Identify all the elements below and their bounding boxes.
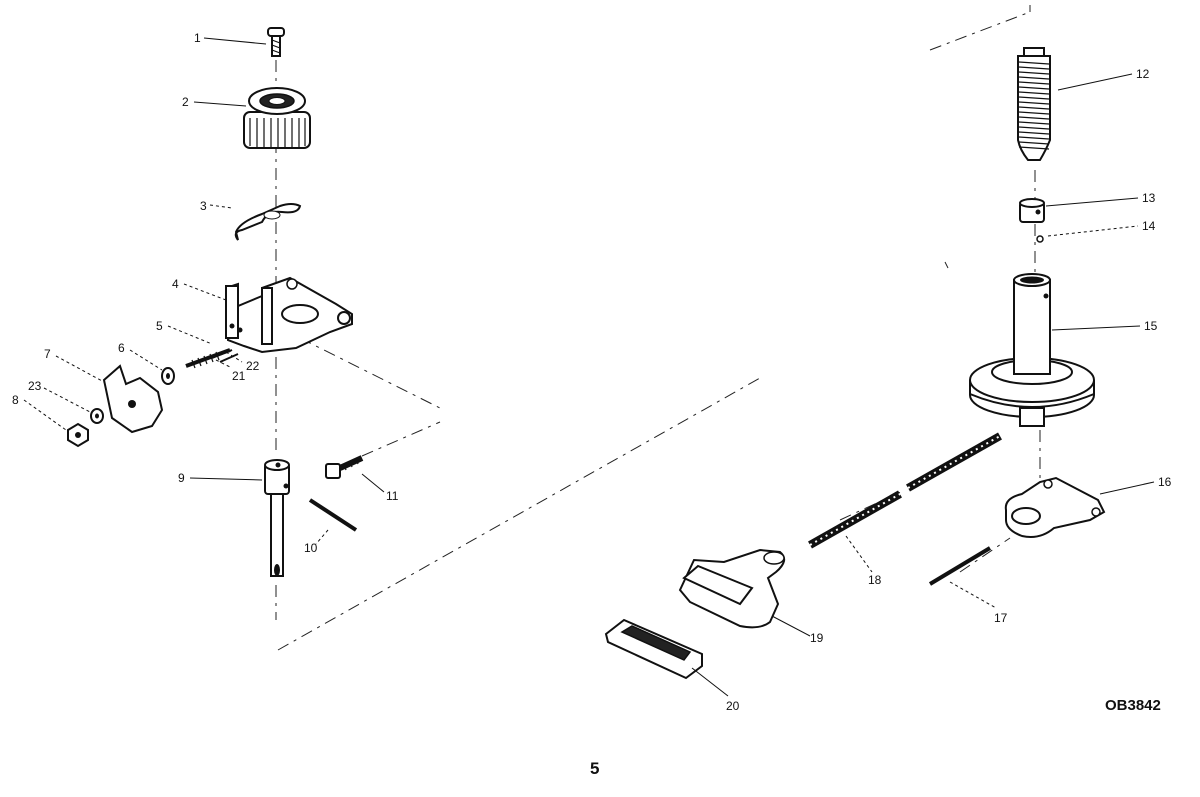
part-straps-18: [808, 432, 1002, 549]
callout-labels: 1 2 3 4 5 6 7 8 9 10 11 12 13 14 15 16 1…: [12, 31, 1172, 713]
callout-6: 6: [118, 341, 125, 355]
callout-11: 11: [386, 489, 399, 503]
part-pulley-15: [969, 273, 1095, 427]
part-cam-plate-7: [102, 364, 164, 434]
callout-20: 20: [726, 699, 740, 713]
callout-17: 17: [994, 611, 1008, 625]
callout-19: 19: [810, 631, 824, 645]
callout-23: 23: [28, 379, 42, 393]
callout-5: 5: [156, 319, 163, 333]
callout-8: 8: [12, 393, 19, 407]
part-washer-23: [90, 408, 104, 424]
callout-4: 4: [172, 277, 179, 291]
part-gear-pulley-2: [243, 87, 311, 149]
callout-18: 18: [868, 573, 882, 587]
callout-3: 3: [200, 199, 207, 213]
page-number: 5: [590, 759, 599, 778]
part-pin-21: [211, 349, 233, 359]
callout-12: 12: [1136, 67, 1150, 81]
callout-22: 22: [246, 359, 260, 373]
leader-lines: [23, 37, 1155, 697]
callout-7: 7: [44, 347, 51, 361]
part-collar-13: [1019, 198, 1045, 223]
callout-16: 16: [1158, 475, 1172, 489]
assembly-axes: [275, 5, 1041, 651]
part-screw-1: [267, 27, 285, 57]
part-pin-17: [928, 546, 992, 586]
part-hex-nut-8: [67, 422, 89, 448]
part-pin-22: [219, 353, 239, 363]
callout-13: 13: [1142, 191, 1156, 205]
part-bracket-4: [224, 276, 353, 354]
part-pin-10: [308, 498, 358, 532]
callout-1: 1: [194, 31, 201, 45]
callout-2: 2: [182, 95, 189, 109]
part-ball-14: [1036, 235, 1044, 243]
part-arm-bracket-16: [1004, 476, 1106, 538]
part-handle-19: [678, 548, 786, 629]
callout-14: 14: [1142, 219, 1156, 233]
callout-10: 10: [304, 541, 318, 555]
callout-21: 21: [232, 369, 246, 383]
part-shaft-9: [264, 459, 290, 577]
callout-15: 15: [1144, 319, 1158, 333]
callout-9: 9: [178, 471, 185, 485]
figure-code: OB3842: [1105, 697, 1161, 714]
part-washer-6: [161, 367, 175, 385]
part-spring-clip-3: [234, 203, 302, 241]
part-bolt-11: [325, 455, 364, 479]
part-spring-12: [1017, 47, 1051, 161]
part-handle-insert-20: [604, 618, 703, 680]
